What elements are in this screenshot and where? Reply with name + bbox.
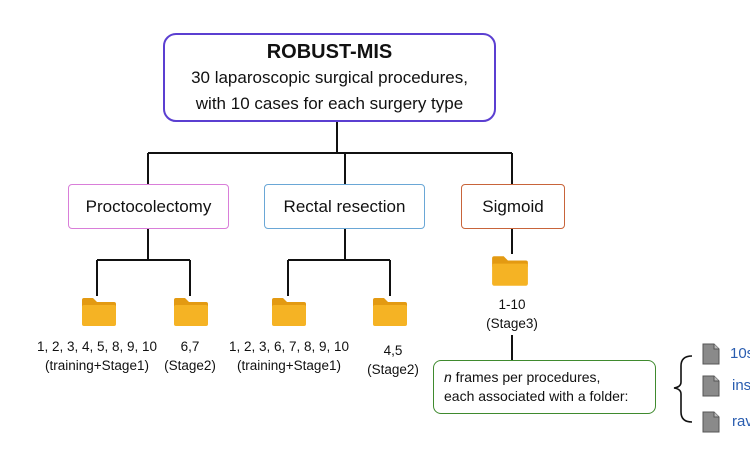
folder-stage: (Stage3) [486,316,538,331]
file-name: 10s [730,345,750,362]
folder-stage: (training+Stage1) [237,358,341,373]
folder-icon [82,298,116,326]
folder-cases: 1, 2, 3, 6, 7, 8, 9, 10 [228,339,350,354]
category-proctocolectomy: Proctocolectomy [68,184,229,229]
root-line2: with 10 cases for each surgery type [195,93,464,113]
folder-cases: 1-10 [498,297,526,312]
folder-stage: (Stage2) [367,362,419,377]
category-rectal-resection: Rectal resection [264,184,425,229]
root-line1: 30 laparoscopic surgical procedures, [191,67,468,87]
folder-icon [373,298,407,326]
folder-stage: (training+Stage1) [45,358,149,373]
frames-count-symbol: n [444,369,452,385]
file-name: rav [732,413,750,430]
folder-cases: 6,7 [180,339,200,354]
file-name: ins [732,377,750,394]
folder-icon [272,298,306,326]
folder-stage: (Stage2) [164,358,216,373]
folder-cases: 1, 2, 3, 4, 5, 8, 9, 10 [36,339,158,354]
frames-description-box: n frames per procedures, each associated… [433,360,656,414]
folder-label: 1, 2, 3, 6, 7, 8, 9, 10 (training+Stage1… [216,337,362,375]
frames-line1: frames per procedures, [451,369,601,385]
root-title: ROBUST-MIS [266,40,393,63]
frames-line2: each associated with a folder: [444,388,629,404]
folder-icon [492,256,528,286]
folder-label: 1-10 (Stage3) [472,295,552,333]
root-node: ROBUST-MIS 30 laparoscopic surgical proc… [163,33,496,122]
file-icon [702,375,720,397]
file-icon [702,411,720,433]
folder-label: 6,7 (Stage2) [160,337,220,375]
folder-label: 4,5 (Stage2) [358,341,428,379]
folder-label: 1, 2, 3, 4, 5, 8, 9, 10 (training+Stage1… [24,337,170,375]
folder-icon [174,298,208,326]
category-sigmoid: Sigmoid [461,184,565,229]
folder-cases: 4,5 [383,343,403,358]
file-icon [702,343,720,365]
